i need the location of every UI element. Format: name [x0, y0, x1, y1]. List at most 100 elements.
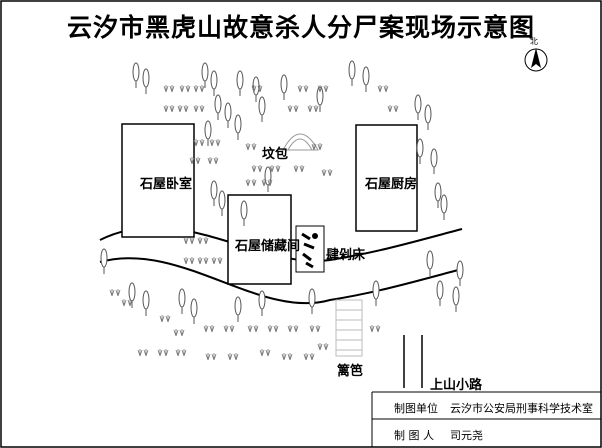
tree-icon: [264, 166, 272, 192]
tree-icon: [142, 68, 150, 94]
grass-tuft-icon: [251, 85, 263, 93]
grass-tuft-icon: [179, 85, 191, 93]
tree-icon: [234, 296, 242, 322]
author-label: 制 图 人: [394, 429, 434, 442]
unit-label: 制图单位: [394, 402, 438, 415]
tree-icon: [234, 114, 242, 140]
grass-tuft-icon: [317, 85, 329, 93]
grass-tuft-icon: [197, 257, 209, 265]
tree-icon: [308, 288, 316, 314]
kitchen-label: 石屋厨房: [365, 177, 418, 192]
diagram-title: 云汐市黑虎山故意杀人分尸案现场示意图: [66, 13, 535, 42]
tree-icon: [424, 104, 432, 130]
credit-table: [371, 391, 601, 447]
grass-tuft-icon: [121, 299, 133, 307]
tree-icon: [440, 194, 448, 220]
grass-tuft-icon: [287, 325, 299, 333]
tree-icon: [190, 298, 198, 324]
tree-icon: [142, 290, 150, 316]
grass-tuft-icon: [189, 157, 201, 165]
north-compass-icon: [524, 48, 548, 72]
tree-icon: [201, 62, 209, 88]
grass-tuft-icon: [269, 165, 281, 173]
grass-tuft-icon: [203, 325, 215, 333]
path-label: 上山小路: [430, 378, 483, 393]
tree-icon: [280, 74, 288, 100]
mountain-path: [403, 335, 423, 388]
tree-icon: [224, 102, 232, 128]
tree-icon: [416, 138, 424, 164]
grass-tuft-icon: [261, 179, 273, 187]
grass-tuft-icon: [209, 139, 221, 147]
grass-tuft-icon: [163, 105, 175, 113]
grass-tuft-icon: [227, 353, 239, 361]
grass-tuft-icon: [173, 329, 185, 337]
grass-tuft-icon: [245, 179, 257, 187]
tree-icon: [258, 96, 266, 122]
grass-tuft-icon: [183, 257, 195, 265]
grass-tuft-icon: [267, 325, 279, 333]
tree-icon: [132, 62, 140, 88]
fence-icon: [335, 299, 363, 357]
grass-tuft-icon: [163, 85, 175, 93]
tree-icon: [436, 280, 444, 306]
grass-tuft-icon: [387, 105, 399, 113]
bedroom-building: [121, 123, 195, 238]
bedroom-label: 石屋卧室: [140, 177, 193, 192]
grass-tuft-icon: [211, 257, 223, 265]
grass-tuft-icon: [303, 353, 315, 361]
grass-tuft-icon: [175, 349, 187, 357]
tree-icon: [426, 250, 434, 276]
grass-tuft-icon: [193, 139, 205, 147]
tomb-mound-icon: [282, 133, 319, 151]
grass-tuft-icon: [205, 353, 217, 361]
grass-tuft-icon: [223, 325, 235, 333]
grass-tuft-icon: [311, 143, 323, 151]
tree-icon: [178, 288, 186, 314]
grass-field: [109, 85, 399, 361]
grass-tuft-icon: [293, 165, 305, 173]
compass-label: 北: [530, 37, 538, 46]
tree-icon: [362, 66, 370, 92]
grass-tuft-icon: [307, 105, 319, 113]
tree-icon: [240, 200, 248, 226]
storage-label: 石屋储藏间: [235, 239, 301, 254]
tree-icon: [210, 70, 218, 96]
grass-tuft-icon: [247, 325, 259, 333]
forest: [100, 60, 464, 324]
tree-icon: [210, 180, 218, 206]
tree-icon: [204, 120, 212, 146]
unit-value: 云汐市公安局刑事科学技术室: [450, 402, 593, 415]
crime-bed-label: 肆剁床: [326, 248, 366, 263]
grass-tuft-icon: [197, 237, 209, 245]
tree-icon: [372, 280, 380, 306]
grass-tuft-icon: [259, 349, 271, 357]
grass-tuft-icon: [157, 349, 169, 357]
grass-tuft-icon: [109, 289, 121, 297]
grass-tuft-icon: [193, 85, 205, 93]
grass-tuft-icon: [317, 343, 329, 351]
tree-icon: [430, 148, 438, 174]
tree-icon: [456, 260, 464, 286]
tree-icon: [434, 182, 442, 208]
tree-icon: [214, 94, 222, 120]
fence-label: 篱笆: [337, 364, 364, 379]
tree-icon: [348, 60, 356, 86]
grass-tuft-icon: [177, 105, 189, 113]
grass-tuft-icon: [297, 85, 309, 93]
grass-tuft-icon: [245, 143, 257, 151]
grass-tuft-icon: [183, 237, 195, 245]
kitchen-building: [355, 124, 418, 232]
tree-icon: [218, 190, 226, 216]
tree-icon: [236, 70, 244, 96]
grass-tuft-icon: [251, 165, 263, 173]
grass-tuft-icon: [309, 325, 321, 333]
grass-tuft-icon: [281, 353, 293, 361]
author-value: 司元尧: [450, 429, 483, 442]
grass-tuft-icon: [159, 315, 171, 323]
body-parts-marker-icon: [295, 225, 325, 273]
grass-tuft-icon: [137, 349, 149, 357]
